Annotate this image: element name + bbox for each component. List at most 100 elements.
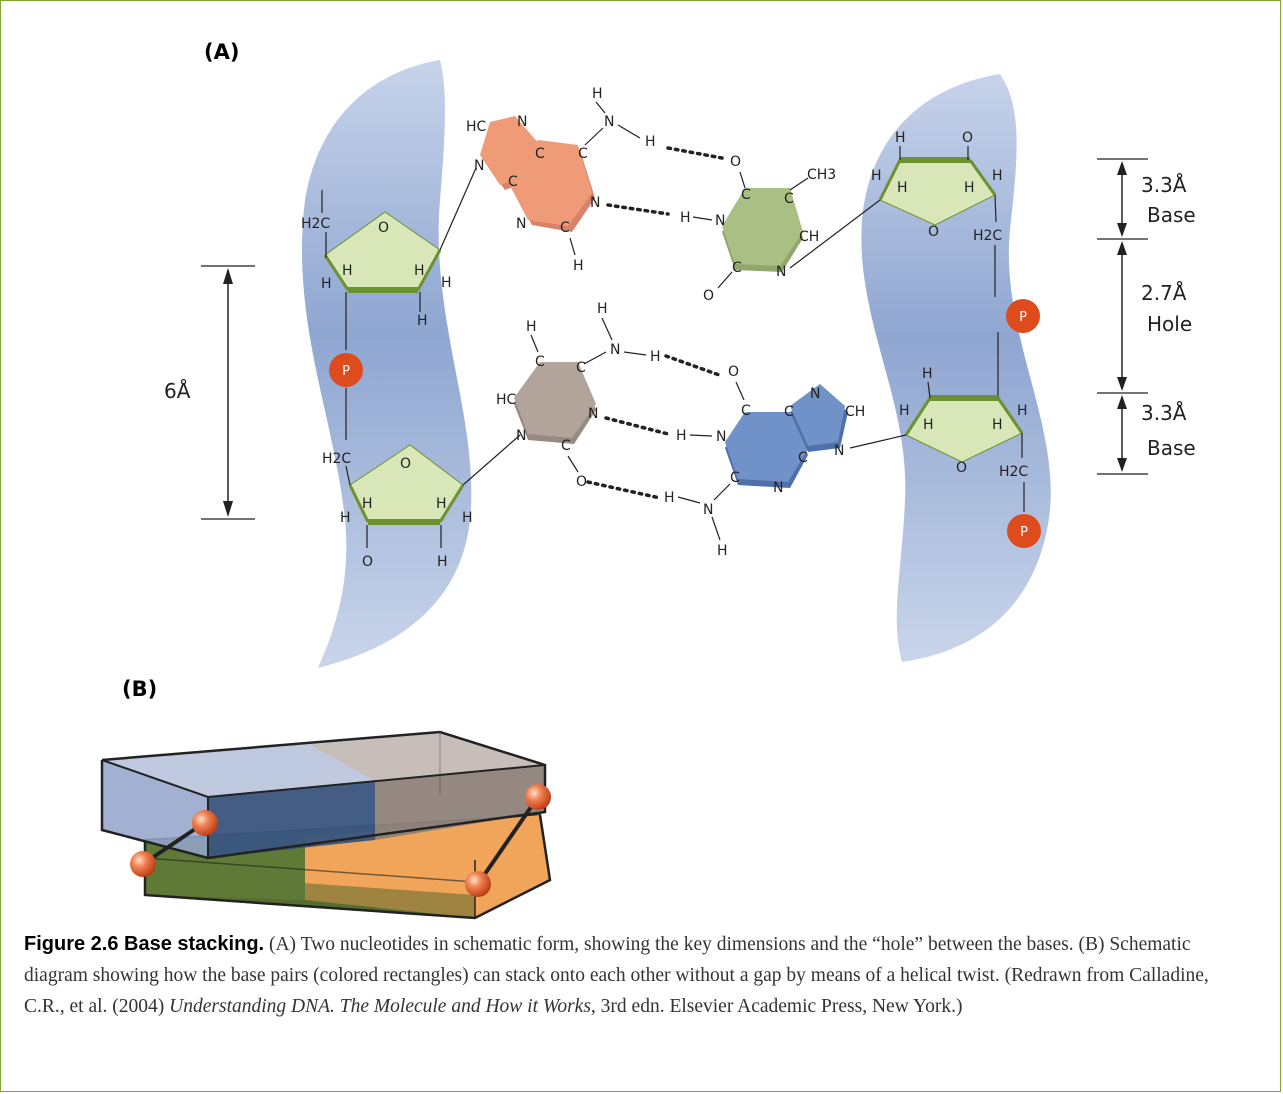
phosphate-label: P bbox=[1020, 525, 1028, 540]
atom-ch: CH bbox=[845, 404, 865, 420]
right-top-sugar bbox=[878, 157, 997, 226]
phosphate-ball bbox=[192, 810, 218, 836]
atom-h: H bbox=[340, 510, 351, 526]
right-backbone-ribbon bbox=[861, 74, 1051, 662]
right-phosphate-upper bbox=[1006, 299, 1040, 333]
left-backbone-ribbon bbox=[301, 60, 472, 668]
caption-book-title: Understanding DNA. The Molecule and How … bbox=[169, 996, 591, 1017]
atom-hc: HC bbox=[466, 119, 487, 135]
atom-c: C bbox=[798, 450, 808, 466]
atom-n: N bbox=[776, 264, 786, 280]
left-bottom-sugar-oxygen: O bbox=[400, 456, 411, 472]
thymine-base bbox=[722, 188, 803, 272]
atom-h: H bbox=[897, 180, 908, 196]
atom-h2c: H2C bbox=[999, 464, 1028, 480]
atom-n: N bbox=[715, 213, 725, 229]
left-phosphate bbox=[329, 353, 363, 387]
atom-h: H bbox=[436, 496, 447, 512]
caption-text-end: , 3rd edn. Elsevier Academic Press, New … bbox=[590, 996, 963, 1017]
atom-h: H bbox=[414, 263, 425, 279]
atom-c: C bbox=[732, 260, 742, 276]
stacked-base-pairs-illustration bbox=[100, 730, 552, 920]
atom-h: H bbox=[321, 276, 332, 292]
atom-h: H bbox=[717, 543, 728, 559]
atom-c: C bbox=[576, 360, 586, 376]
atom-n: N bbox=[590, 195, 600, 211]
caption-title: Figure 2.6 Base stacking. bbox=[24, 933, 265, 955]
panel-a-label: (A) bbox=[204, 40, 239, 64]
atom-n: N bbox=[716, 429, 726, 445]
left-top-h2c: H2C bbox=[301, 216, 330, 232]
dim-mid-label: Hole bbox=[1147, 312, 1192, 336]
guanine-base bbox=[725, 384, 848, 488]
atom-n: N bbox=[604, 114, 614, 130]
atom-o: O bbox=[576, 474, 587, 490]
atom-ch: CH bbox=[799, 229, 819, 245]
atom-h: H bbox=[923, 417, 934, 433]
phosphate-label: P bbox=[342, 364, 350, 379]
atom-o: O bbox=[703, 288, 714, 304]
atom-h: H bbox=[441, 275, 452, 291]
figure-caption: Figure 2.6 Base stacking. (A) Two nucleo… bbox=[24, 929, 1254, 1022]
atom-h: H bbox=[922, 366, 933, 382]
phosphate-ball bbox=[525, 784, 551, 810]
atom-c: C bbox=[741, 403, 751, 419]
atom-o: O bbox=[962, 130, 973, 146]
atom-h: H bbox=[362, 496, 373, 512]
atom-h: H bbox=[526, 319, 537, 335]
atom-n: N bbox=[588, 406, 598, 422]
atom-n: N bbox=[810, 386, 820, 402]
atom-o: O bbox=[730, 154, 741, 170]
dim-bottom-value: 3.3Å bbox=[1141, 401, 1187, 425]
caption-text: (A) Two nucleotides in schematic form, s… bbox=[24, 934, 1209, 1017]
dim-bottom-label: Base bbox=[1147, 436, 1196, 460]
atom-h: H bbox=[650, 349, 661, 365]
atom-h: H bbox=[597, 301, 608, 317]
atom-n: N bbox=[516, 428, 526, 444]
atom-h: H bbox=[899, 403, 910, 419]
atom-h: H bbox=[437, 554, 448, 570]
atom-h: H bbox=[417, 313, 428, 329]
atom-h: H bbox=[871, 168, 882, 184]
atom-c: C bbox=[730, 470, 740, 486]
left-bottom-sugar bbox=[348, 444, 465, 525]
atom-c: C bbox=[508, 174, 518, 190]
atom-h: H bbox=[664, 490, 675, 506]
atom-n: N bbox=[834, 443, 844, 459]
atom-h: H bbox=[680, 210, 691, 226]
atom-o: O bbox=[728, 364, 739, 380]
phosphate-label: P bbox=[1019, 310, 1027, 325]
atom-h: H bbox=[573, 258, 584, 274]
atom-h: H bbox=[964, 180, 975, 196]
atom-n: N bbox=[516, 216, 526, 232]
left-top-sugar-oxygen: O bbox=[378, 220, 389, 236]
atom-h: H bbox=[462, 510, 473, 526]
atom-h: H bbox=[895, 130, 906, 146]
atom-ch3: CH3 bbox=[807, 167, 836, 183]
atom-c: C bbox=[561, 438, 571, 454]
adenine-base bbox=[480, 116, 595, 232]
atom-c: C bbox=[578, 146, 588, 162]
atom-h: H bbox=[992, 417, 1003, 433]
atom-c: C bbox=[741, 187, 751, 203]
atom-h: H bbox=[645, 134, 656, 150]
atom-o: O bbox=[956, 460, 967, 476]
atom-h: H bbox=[676, 428, 687, 444]
atom-c: C bbox=[784, 404, 794, 420]
atom-c: C bbox=[535, 354, 545, 370]
atom-o: O bbox=[928, 224, 939, 240]
cytosine-base bbox=[514, 362, 596, 444]
dim-mid-value: 2.7Å bbox=[1141, 281, 1187, 305]
right-bottom-sugar bbox=[904, 395, 1024, 463]
atom-c: C bbox=[560, 220, 570, 236]
atom-c: C bbox=[535, 146, 545, 162]
right-phosphate-lower bbox=[1007, 514, 1041, 548]
left-top-sugar bbox=[323, 211, 442, 293]
atom-n: N bbox=[610, 342, 620, 358]
atom-h2c: H2C bbox=[973, 228, 1002, 244]
atom-h: H bbox=[1017, 403, 1028, 419]
atom-n: N bbox=[703, 502, 713, 518]
atom-h: H bbox=[342, 263, 353, 279]
